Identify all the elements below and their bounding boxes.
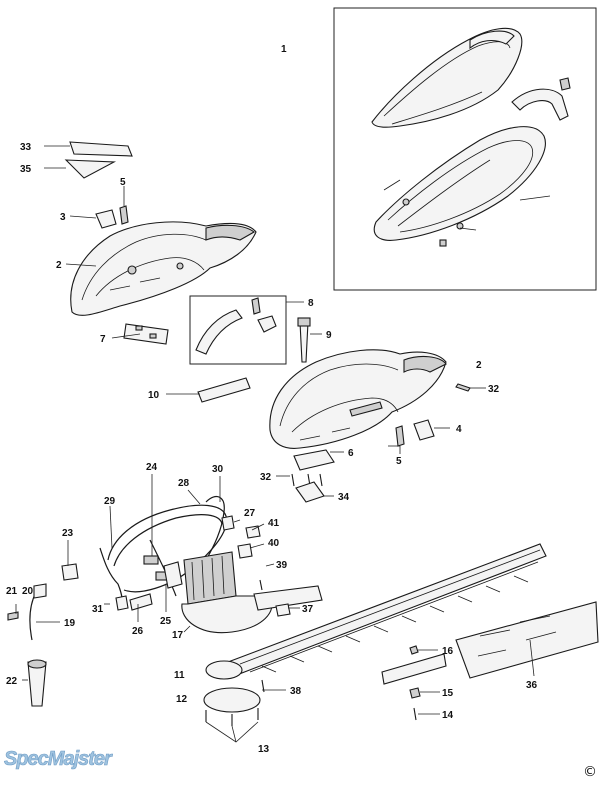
callout-31: 31 (92, 604, 104, 615)
callout-27: 27 (244, 508, 256, 519)
callout-32-left: 32 (260, 472, 272, 483)
callout-17: 17 (172, 630, 184, 641)
callout-20: 20 (22, 586, 34, 597)
callout-3: 3 (60, 212, 66, 223)
trigger-lever-8 (195, 309, 243, 355)
callout-1: 1 (281, 44, 287, 55)
power-cable-19 (29, 591, 37, 641)
callout-16: 16 (442, 646, 454, 657)
callout-7: 7 (100, 334, 106, 345)
callout-35: 35 (20, 164, 32, 175)
nut-37 (275, 603, 291, 617)
gear-11 (205, 660, 243, 680)
washer-15 (409, 687, 421, 699)
blade-segment-16 (381, 653, 447, 685)
callout-34: 34 (338, 492, 350, 503)
switch-bar-7 (123, 323, 169, 345)
callout-32-right: 32 (488, 384, 500, 395)
callout-14: 14 (442, 710, 454, 721)
spring-5-left (119, 205, 129, 225)
screw-21 (7, 611, 19, 621)
callout-37: 37 (302, 604, 314, 615)
strain-relief-20 (33, 583, 47, 599)
spring-8 (251, 297, 261, 315)
callout-30: 30 (212, 464, 224, 475)
leader-lines (15, 145, 535, 743)
capacitor-25 (163, 561, 183, 589)
cable-26 (129, 593, 153, 611)
callout-40: 40 (268, 538, 280, 549)
callout-2-right: 2 (476, 360, 482, 371)
block-40 (237, 543, 253, 559)
label-plate-33 (69, 141, 133, 157)
switch-23 (61, 563, 79, 581)
callout-5-left: 5 (120, 177, 126, 188)
callout-33: 33 (20, 142, 32, 153)
callout-8: 8 (308, 298, 314, 309)
callout-28: 28 (178, 478, 190, 489)
plug-31 (115, 595, 129, 611)
callout-19: 19 (64, 618, 76, 629)
plate-34 (295, 481, 325, 503)
callout-39: 39 (276, 560, 288, 571)
callout-15: 15 (442, 688, 454, 699)
watermark-logo: SpecMajster (4, 748, 112, 771)
screw-39 (259, 579, 263, 591)
inset-housing-shell (371, 27, 523, 128)
callout-4: 4 (456, 424, 462, 435)
switch-button-4 (413, 419, 435, 441)
callout-9: 9 (326, 330, 332, 341)
wedge-label-35 (64, 159, 117, 179)
switch-rail-10 (197, 377, 251, 403)
callout-36: 36 (526, 680, 538, 691)
callout-2-left: 2 (56, 260, 62, 271)
callout-5-right: 5 (396, 456, 402, 467)
latch-8 (257, 315, 277, 333)
callout-22: 22 (6, 676, 18, 687)
callout-21: 21 (6, 586, 18, 597)
rod-9 (299, 321, 309, 363)
blade-guard-36 (455, 601, 599, 679)
inset-handle-frame (373, 126, 551, 247)
spring-5-right (395, 425, 405, 447)
housing-half-right (269, 349, 447, 449)
inset-box-part-8 (189, 295, 287, 365)
clip-27 (221, 515, 235, 531)
callout-24: 24 (146, 462, 158, 473)
gear-plate-12 (203, 687, 261, 713)
motor-17 (181, 551, 323, 634)
inset-box-assembly-1 (333, 7, 597, 291)
screws-13 (205, 708, 259, 726)
screw-32-right (455, 383, 471, 392)
clip-41 (245, 525, 261, 539)
callout-12: 12 (176, 694, 188, 705)
callout-23: 23 (62, 528, 74, 539)
callout-38: 38 (290, 686, 302, 697)
callout-labels: 1 33 35 5 3 2 8 7 9 2 10 32 4 6 5 24 30 … (6, 44, 538, 755)
callout-26: 26 (132, 626, 144, 637)
callout-41: 41 (268, 518, 280, 529)
callout-25: 25 (160, 616, 172, 627)
copyright-symbol: © (583, 764, 597, 780)
callout-13: 13 (258, 744, 270, 755)
nut-16 (409, 645, 419, 655)
inset-handle-bar (511, 77, 571, 121)
switch-button-3 (95, 209, 117, 229)
callout-6: 6 (348, 448, 354, 459)
screw-14 (413, 707, 417, 721)
callout-10: 10 (148, 390, 160, 401)
handle-grip-22 (27, 661, 47, 707)
callout-29: 29 (104, 496, 116, 507)
housing-half-left (70, 221, 257, 316)
cover-6 (293, 449, 335, 471)
callout-11: 11 (174, 670, 185, 681)
